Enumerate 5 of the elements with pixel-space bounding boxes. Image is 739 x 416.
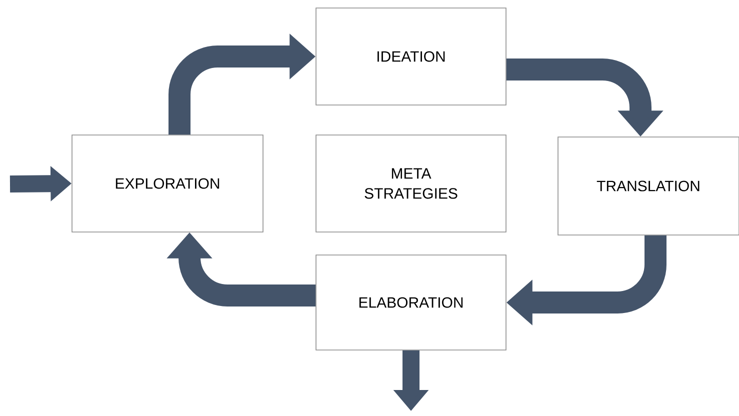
process-box: META STRATEGIES	[316, 134, 506, 232]
process-box: TRANSLATION	[558, 136, 739, 236]
process-box: EXPLORATION	[72, 134, 264, 232]
process-box: ELABORATION	[316, 254, 506, 350]
process-box: IDEATION	[316, 8, 506, 106]
